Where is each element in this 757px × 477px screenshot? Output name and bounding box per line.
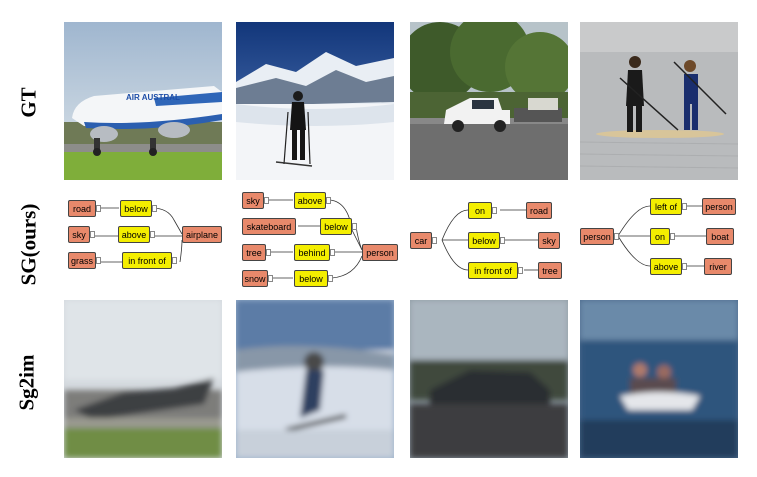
- gt-image-paddleboard: [580, 22, 738, 180]
- graph3-object-road: road: [526, 202, 552, 219]
- graph2-port: [266, 249, 271, 256]
- graph4-port: [614, 233, 619, 240]
- scene-graph-3: car on road below sky in front of tree: [408, 196, 570, 296]
- gt-image-airplane: AIR AUSTRAL: [64, 22, 222, 180]
- graph1-relation-above: above: [118, 226, 150, 243]
- row-label-gt: GT: [16, 87, 41, 118]
- sg2im-image-truck: [410, 300, 568, 458]
- graph3-object-sky: sky: [538, 232, 560, 249]
- graph3-relation-in-front-of: in front of: [468, 262, 518, 279]
- graph4-relation-on: on: [650, 228, 670, 245]
- graph2-relation-below-1: below: [320, 218, 352, 235]
- graph1-port: [96, 257, 101, 264]
- graph1-port: [96, 205, 101, 212]
- graph2-relation-below-2: below: [294, 270, 328, 287]
- graph4-relation-left-of: left of: [650, 198, 682, 215]
- graph3-object-car: car: [410, 232, 432, 249]
- graph3-relation-below: below: [468, 232, 500, 249]
- graph1-object-grass: grass: [68, 252, 96, 269]
- graph4-object-person: person: [702, 198, 736, 215]
- graph2-port: [328, 275, 333, 282]
- sg2im-image-skier: [236, 300, 394, 458]
- graph4-object-boat: boat: [706, 228, 734, 245]
- graph2-port: [264, 197, 269, 204]
- graph4-object-river: river: [704, 258, 732, 275]
- graph1-object-airplane: airplane: [182, 226, 222, 243]
- graph3-port: [518, 267, 523, 274]
- graph2-object-snow: snow: [242, 270, 268, 287]
- graph3-relation-on: on: [468, 202, 492, 219]
- graph4-port: [670, 233, 675, 240]
- graph2-relation-above: above: [294, 192, 326, 209]
- graph1-relation-in-front-of: in front of: [122, 252, 172, 269]
- scene-graph-2: sky above skateboard below tree behind s…: [238, 190, 400, 290]
- graph3-port: [500, 237, 505, 244]
- row-label-sg: SG(ours): [16, 203, 41, 286]
- gt-image-skier: [236, 22, 394, 180]
- gt-image-truck: [410, 22, 568, 180]
- airplane-livery-text: AIR AUSTRAL: [126, 93, 180, 102]
- graph3-port: [492, 207, 497, 214]
- graph1-object-road: road: [68, 200, 96, 217]
- graph2-port: [330, 249, 335, 256]
- graph2-port: [268, 275, 273, 282]
- graph2-relation-behind: behind: [294, 244, 330, 261]
- graph4-port: [682, 203, 687, 210]
- graph1-object-sky: sky: [68, 226, 90, 243]
- graph1-relation-below: below: [120, 200, 152, 217]
- graph1-port: [90, 231, 95, 238]
- graph2-object-person: person: [362, 244, 398, 261]
- graph1-port: [152, 205, 157, 212]
- graph2-port: [352, 223, 357, 230]
- graph3-object-tree: tree: [538, 262, 562, 279]
- sg2im-image-boat: [580, 300, 738, 458]
- graph3-port: [432, 237, 437, 244]
- graph4-port: [682, 263, 687, 270]
- graph2-object-tree: tree: [242, 244, 266, 261]
- row-label-sg2im: Sg2im: [14, 354, 39, 411]
- graph2-object-skateboard: skateboard: [242, 218, 296, 235]
- scene-graph-1: road below sky above grass in front of a…: [64, 196, 226, 296]
- graph2-object-sky: sky: [242, 192, 264, 209]
- graph2-port: [326, 197, 331, 204]
- scene-graph-4: person left of person on boat above rive…: [578, 196, 740, 296]
- sg2im-image-airplane: [64, 300, 222, 458]
- graph4-relation-above: above: [650, 258, 682, 275]
- graph1-port: [150, 231, 155, 238]
- graph4-object-person-subject: person: [580, 228, 614, 245]
- graph1-port: [172, 257, 177, 264]
